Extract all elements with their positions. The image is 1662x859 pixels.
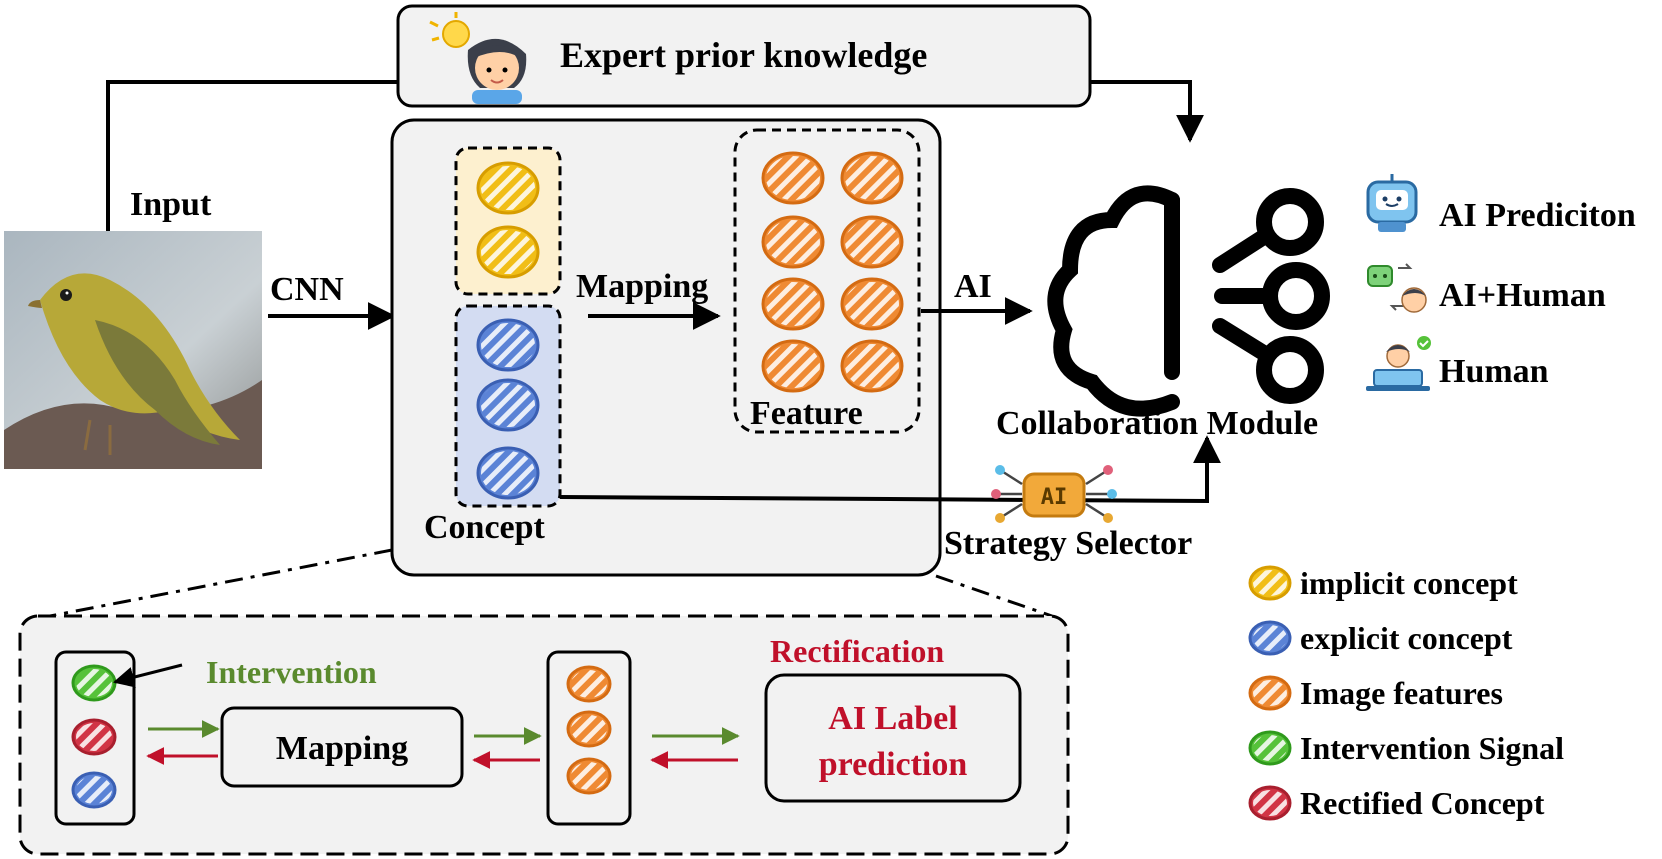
legend-label: implicit concept <box>1300 565 1518 601</box>
expert-to-collab-arrow <box>1090 80 1204 143</box>
feature-token <box>840 151 904 205</box>
detail-mapping-label: Mapping <box>276 730 408 767</box>
expert-knowledge-box: Expert prior knowledge <box>396 4 1092 108</box>
legend-label: Image features <box>1300 675 1503 711</box>
feature-token <box>761 339 825 393</box>
feature-token <box>566 710 612 748</box>
expert-idea-icon <box>429 12 527 104</box>
concept-label: Concept <box>424 509 546 546</box>
legend-swatch-rectified-concept <box>1248 785 1292 821</box>
feature-token <box>840 277 904 331</box>
bird-image <box>4 231 262 469</box>
rectified-concept-token <box>71 718 117 756</box>
implicit-concept-tokens <box>476 161 540 279</box>
rectification-label: Rectification <box>770 633 944 669</box>
feature-label: Feature <box>750 395 863 432</box>
legend-swatch-image-features <box>1248 675 1292 711</box>
legend-swatch-implicit-concept <box>1248 565 1292 601</box>
intervention-signal-token <box>71 664 117 702</box>
explicit-concept-token <box>476 378 540 432</box>
legend-label: Intervention Signal <box>1300 730 1564 766</box>
feature-tokens <box>761 151 904 393</box>
concept-to-strategy-line <box>559 435 1221 504</box>
cnn-label: CNN <box>270 271 344 308</box>
legend-label: Rectified Concept <box>1300 785 1545 821</box>
output-label-human: Human <box>1439 353 1549 390</box>
detail-concept-tokens <box>71 664 117 809</box>
feature-token <box>566 665 612 703</box>
feature-token <box>566 757 612 795</box>
output-label-ai-human: AI+Human <box>1439 277 1606 314</box>
output-label-ai: AI Prediciton <box>1439 197 1636 234</box>
ai-robot-icon <box>1366 174 1418 232</box>
explicit-concept-tokens <box>476 318 540 500</box>
explicit-concept-token <box>71 771 117 809</box>
feature-token <box>840 339 904 393</box>
legend-swatch-intervention-signal <box>1248 730 1292 766</box>
ai-label-prediction-box <box>764 673 1022 803</box>
implicit-concept-token <box>476 225 540 279</box>
ai-label: AI <box>954 268 992 305</box>
feature-token <box>761 215 825 269</box>
robot-human-swap-icon <box>1367 263 1427 313</box>
human-laptop-icon <box>1366 336 1431 391</box>
collaboration-module-label: Collaboration Module <box>996 405 1318 442</box>
intervention-pointer-arrow <box>112 663 183 688</box>
zoom-line-right <box>935 574 1053 618</box>
mapping-label: Mapping <box>576 268 708 305</box>
feature-token <box>840 215 904 269</box>
explicit-concept-token <box>476 318 540 372</box>
detail-mapping-box <box>220 706 464 788</box>
legend-label: explicit concept <box>1300 620 1513 656</box>
intervention-label: Intervention <box>206 654 377 690</box>
expert-knowledge-label: Expert prior knowledge <box>560 35 927 75</box>
detail-feature-tokens <box>566 665 612 795</box>
prediction-line-2: prediction <box>819 746 968 783</box>
strategy-selector-label: Strategy Selector <box>944 525 1192 562</box>
brain-network-icon <box>1047 185 1330 417</box>
feature-token <box>761 151 825 205</box>
zoom-line-left <box>49 548 393 618</box>
ai-chip-icon: AI <box>991 465 1117 523</box>
feature-token <box>761 277 825 331</box>
implicit-concept-token <box>476 161 540 215</box>
expert-connector <box>106 80 398 232</box>
legend-swatch-explicit-concept <box>1248 620 1292 656</box>
input-label: Input <box>130 186 212 223</box>
chip-text: AI <box>1041 485 1068 510</box>
prediction-line-1: AI Label <box>828 700 957 737</box>
explicit-concept-token <box>476 446 540 500</box>
